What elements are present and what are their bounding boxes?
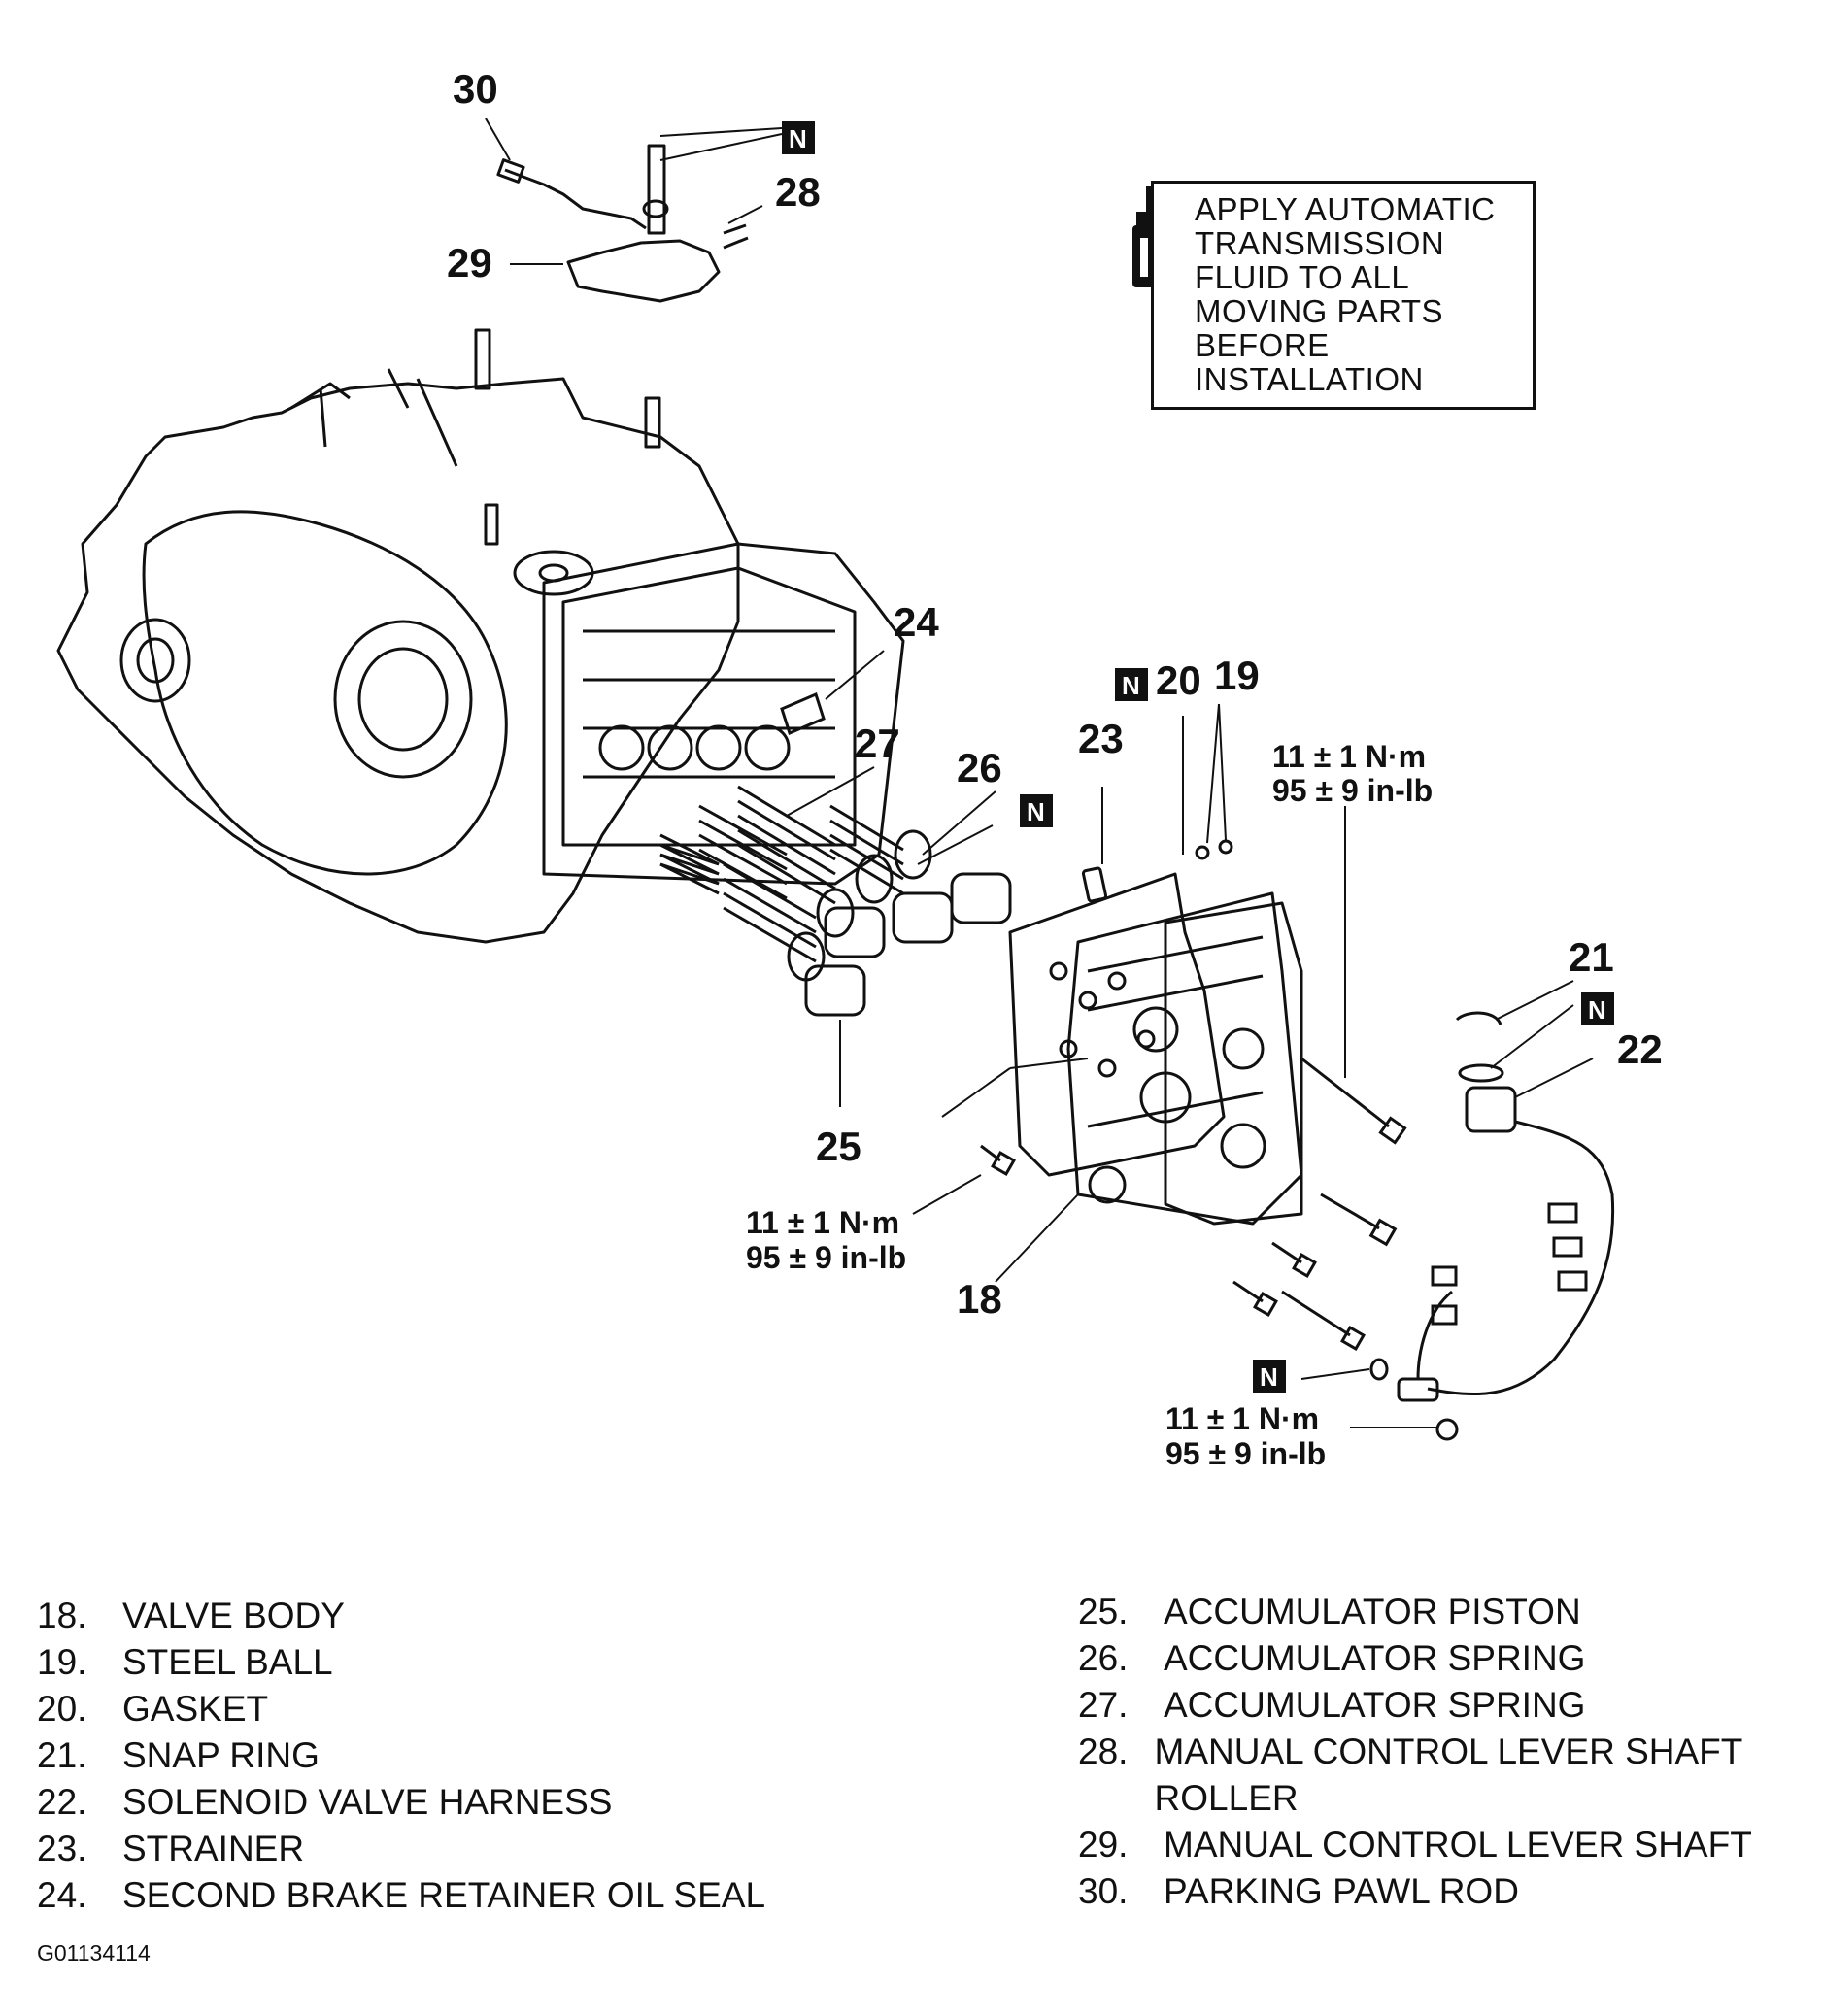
torque-nm: 11 ± 1 N·m <box>1165 1401 1319 1436</box>
n-marker: N <box>1115 668 1148 701</box>
callout-21: 21 <box>1569 934 1614 980</box>
legend-item: 21. SNAP RING <box>37 1732 872 1779</box>
legend-item: 26. ACCUMULATOR SPRING <box>1078 1635 1816 1682</box>
legend-item: 18. VALVE BODY <box>37 1593 872 1639</box>
legend-label: MANUAL CONTROL LEVER SHAFT <box>1164 1825 1752 1865</box>
legend-label: ACCUMULATOR PISTON <box>1164 1592 1581 1631</box>
legend-item: 29. MANUAL CONTROL LEVER SHAFT <box>1078 1822 1816 1868</box>
callout-30: 30 <box>453 66 498 112</box>
legend-item: 23. STRAINER <box>37 1826 872 1872</box>
svg-text:N: N <box>789 124 807 153</box>
legend-item: 22. SOLENOID VALVE HARNESS <box>37 1779 872 1826</box>
manual-lever-assembly <box>496 144 749 303</box>
legend-label: STRAINER <box>122 1829 305 1868</box>
legend-number: 21. <box>37 1735 87 1775</box>
legend-label: SNAP RING <box>122 1735 320 1775</box>
legend-number: 30. <box>1078 1871 1129 1911</box>
callout-24: 24 <box>894 599 939 645</box>
svg-text:N: N <box>1588 995 1606 1025</box>
legend-label: SOLENOID VALVE HARNESS <box>122 1782 613 1822</box>
legend-number: 28. <box>1078 1731 1129 1771</box>
legend-number: 18. <box>37 1596 87 1635</box>
torque-nm: 11 ± 1 N·m <box>1272 739 1426 774</box>
legend-number: 22. <box>37 1782 87 1822</box>
legend-number: 29. <box>1078 1825 1129 1865</box>
legend-item: 25. ACCUMULATOR PISTON <box>1078 1589 1816 1635</box>
svg-text:N: N <box>1027 797 1045 826</box>
legend-number: 26. <box>1078 1638 1129 1678</box>
legend-number: 23. <box>37 1829 87 1868</box>
legend-left: 18. VALVE BODY 19. STEEL BALL 20. GASKET 21. SN… <box>37 1593 872 1919</box>
callout-23: 23 <box>1078 716 1124 761</box>
legend-number: 25. <box>1078 1592 1129 1631</box>
n-marker: N <box>1581 992 1614 1025</box>
callout-28: 28 <box>775 169 821 215</box>
transaxle-case <box>56 328 905 944</box>
legend-number: 20. <box>37 1689 87 1729</box>
legend-item: 20. GASKET <box>37 1686 872 1732</box>
legend-label: ACCUMULATOR SPRING <box>1164 1685 1586 1725</box>
figure-code: G01134114 <box>37 1940 151 1966</box>
n-marker: N <box>1253 1360 1286 1393</box>
legend-item: 19. STEEL BALL <box>37 1639 872 1686</box>
legend-item: 30. PARKING PAWL ROD <box>1078 1868 1816 1915</box>
legend-number: 19. <box>37 1642 87 1682</box>
legend-number: 27. <box>1078 1685 1129 1725</box>
legend-item: 27. ACCUMULATOR SPRING <box>1078 1682 1816 1729</box>
legend-number: 24. <box>37 1875 87 1915</box>
valve-body-assembly <box>1008 839 1303 1226</box>
legend-label: ACCUMULATOR SPRING <box>1164 1638 1586 1678</box>
fluid-note-text: APPLY AUTOMATIC TRANSMISSION FLUID TO AL… <box>1195 191 1496 397</box>
n-marker: N <box>1020 794 1053 827</box>
callout-26: 26 <box>957 745 1002 790</box>
torque-inlb: 95 ± 9 in-lb <box>1272 773 1433 808</box>
leader-lines <box>485 118 1594 1428</box>
legend-item: 24. SECOND BRAKE RETAINER OIL SEAL <box>37 1872 872 1919</box>
accumulator-parts <box>659 691 1012 1017</box>
legend-label: SECOND BRAKE RETAINER OIL SEAL <box>122 1875 766 1915</box>
callout-25: 25 <box>816 1124 861 1169</box>
legend-label: STEEL BALL <box>122 1642 333 1682</box>
torque-inlb: 95 ± 9 in-lb <box>746 1240 906 1275</box>
solenoid-harness <box>1369 1011 1615 1441</box>
legend-item: 28. MANUAL CONTROL LEVER SHAFT ROLLER <box>1078 1729 1816 1822</box>
callout-20: 20 <box>1156 657 1201 703</box>
torque-nm: 11 ± 1 N·m <box>746 1205 899 1240</box>
callout-29: 29 <box>447 240 492 286</box>
callout-22: 22 <box>1617 1026 1663 1072</box>
legend-label: GASKET <box>122 1689 269 1729</box>
legend-right: 25. ACCUMULATOR PISTON 26. ACCUMULATOR SPRI… <box>1078 1589 1816 1915</box>
legend-label: VALVE BODY <box>122 1596 345 1635</box>
svg-text:N: N <box>1260 1362 1278 1392</box>
callout-19: 19 <box>1214 653 1260 698</box>
n-marker: N <box>782 121 815 154</box>
fluid-note-box <box>1151 181 1536 410</box>
legend-label: MANUAL CONTROL LEVER SHAFT ROLLER <box>1154 1731 1742 1818</box>
callout-27: 27 <box>855 721 900 766</box>
callout-18: 18 <box>957 1276 1002 1322</box>
svg-text:N: N <box>1122 671 1140 700</box>
legend-label: PARKING PAWL ROD <box>1164 1871 1519 1911</box>
torque-inlb: 95 ± 9 in-lb <box>1165 1436 1326 1471</box>
bolts <box>980 1057 1407 1351</box>
